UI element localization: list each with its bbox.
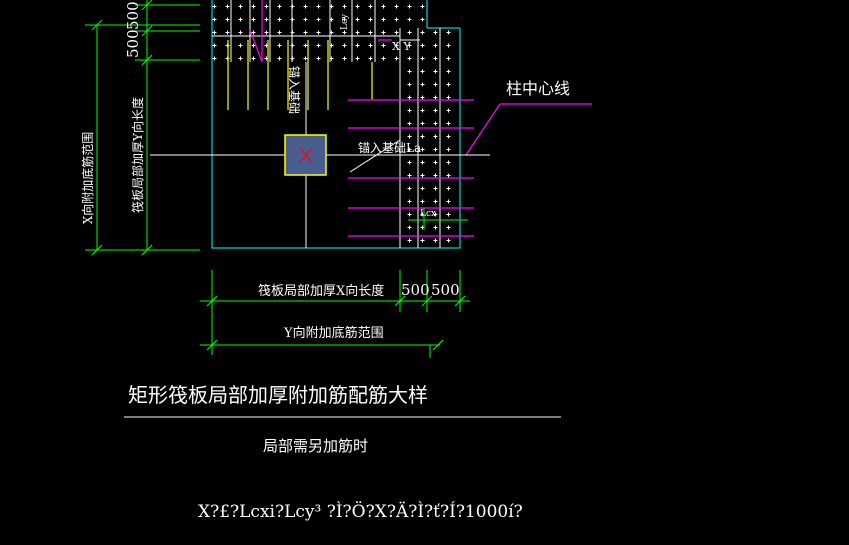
label-xy-mark: X Y <box>392 40 411 53</box>
label-lcy: Lcy <box>340 13 350 30</box>
drawing-title: 矩形筏板局部加厚附加筋配筋大样 <box>128 383 428 407</box>
bottom-dimension-lines <box>200 270 470 358</box>
label-column-center-line: 柱中心线 <box>506 79 570 98</box>
garbled-note: X?£?Lcxi?Lcy³ ?Ì?Ö?X?Ä?Ì?ť?Í?1000í? <box>198 501 523 522</box>
column <box>284 134 327 176</box>
label-lcx: Lcx <box>420 209 436 219</box>
dim-top-500-a: 500 <box>124 1 142 30</box>
drawing-subtitle: 局部需另加筋时 <box>263 437 368 455</box>
label-anchor-horizontal: 锚入基础La <box>358 140 421 155</box>
hatch-grid-lines <box>212 0 441 248</box>
label-y-local-length: 筏板局部加厚Y向长度 <box>130 97 145 213</box>
left-dimension-lines <box>85 0 200 256</box>
dim-top-500-b: 500 <box>124 29 142 58</box>
raft-boundary <box>211 0 461 249</box>
label-y-extra-range: Y向附加底筋范围 <box>283 325 384 341</box>
yellow-rebar-lines <box>227 40 373 110</box>
dim-bottom-500-a: 500 <box>401 281 430 299</box>
label-anchor-vertical: 锚入基础 <box>287 66 302 114</box>
label-x-extra-range: X向附加底筋范围 <box>80 132 95 225</box>
dim-bottom-500-b: 500 <box>431 281 460 299</box>
magenta-rebar-lines <box>249 0 592 237</box>
label-x-local-length: 筏板局部加厚X向长度 <box>258 283 384 299</box>
column-line-markers <box>408 208 468 230</box>
